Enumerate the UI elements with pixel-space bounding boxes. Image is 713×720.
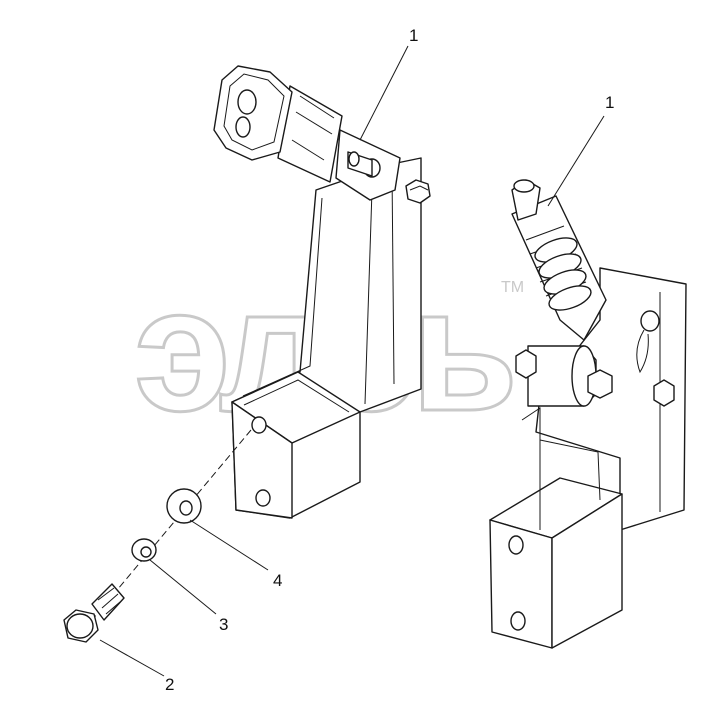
leader-line-lock-washer <box>149 559 217 615</box>
callout-right-assembly: 1 <box>605 93 614 112</box>
flat-washer <box>166 488 202 524</box>
callout-left-assembly: 1 <box>409 26 418 45</box>
hex-bolt <box>63 583 125 643</box>
leader-line-left-assembly <box>359 45 409 141</box>
leader-line-right-assembly <box>547 115 605 207</box>
leader-line-flat-washer <box>189 519 269 571</box>
lock-washer <box>131 538 157 562</box>
watermark-trademark: TM <box>501 279 524 296</box>
leader-line-bolt <box>99 639 165 677</box>
right-pedal-assembly <box>489 179 687 649</box>
callout-flat-washer: 4 <box>273 571 282 590</box>
left-pedal-assembly <box>213 65 431 519</box>
callout-lock-washer: 3 <box>219 615 228 634</box>
callout-bolt: 2 <box>165 675 174 694</box>
